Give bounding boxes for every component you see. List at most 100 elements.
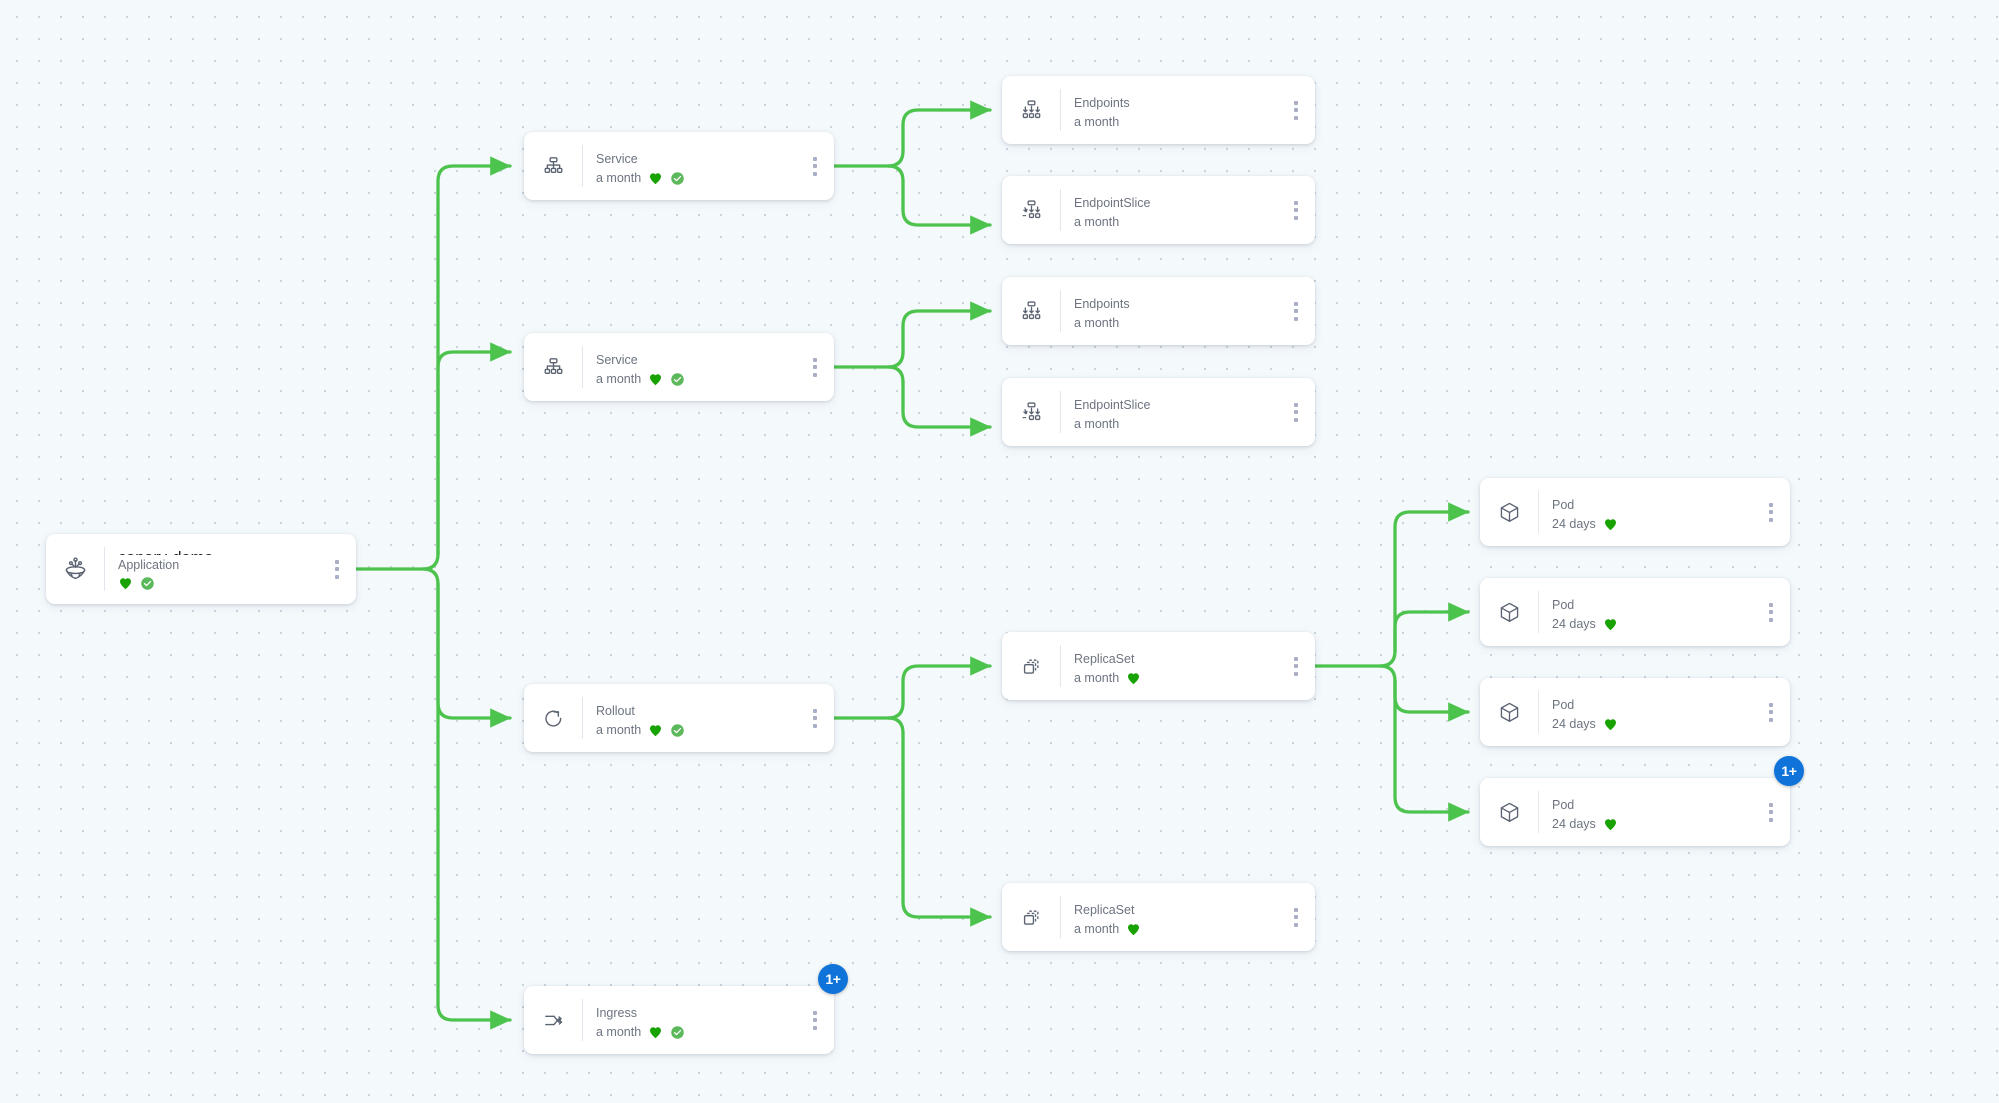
node-title: canary-demo-7f89b8b97...: [1552, 591, 1762, 596]
ingress-icon: [524, 986, 582, 1054]
node-title: canary-demo: [1074, 89, 1287, 94]
node-kind: Service: [596, 353, 638, 368]
node-kind: Pod: [1552, 798, 1575, 813]
node-menu-kebab-icon[interactable]: [1762, 578, 1780, 646]
health-status-healthy-icon[interactable]: [648, 171, 663, 186]
sync-status-synced-icon[interactable]: [140, 576, 155, 591]
endpoints-icon: [1002, 76, 1060, 144]
node-footer: a month: [596, 722, 806, 739]
node-body: canary-demo-7f89b8b97... Pod 24 days: [1538, 590, 1762, 634]
health-status-healthy-icon[interactable]: [1126, 922, 1141, 937]
health-status-healthy-icon[interactable]: [648, 723, 663, 738]
node-body: canary-demo-previewServicea month: [582, 345, 806, 389]
node-title: canary-demo-967754b4c: [1074, 896, 1287, 901]
node-body: canary-demoEndpointsa month: [1060, 88, 1287, 132]
node-title: canary-demo: [596, 145, 806, 150]
node-menu-kebab-icon[interactable]: [1287, 176, 1305, 244]
resource-node-endpoints[interactable]: canary-demoEndpointsa month: [1002, 76, 1315, 144]
node-title: canary-demo-7f89b8b97...: [1552, 491, 1762, 496]
resource-node-service[interactable]: canary-demoService a month: [524, 132, 834, 200]
node-kind: Service: [596, 152, 638, 167]
pod-icon: [1480, 778, 1538, 846]
health-status-healthy-icon[interactable]: [1126, 671, 1141, 686]
resource-node-service[interactable]: canary-demo-previewServicea month: [524, 333, 834, 401]
node-menu-kebab-icon[interactable]: [1762, 778, 1780, 846]
health-status-healthy-icon[interactable]: [1603, 617, 1618, 632]
node-kind: Ingress: [596, 1006, 637, 1021]
node-title: canary-demo-preview: [1074, 290, 1287, 295]
node-age: a month: [1074, 922, 1120, 937]
resource-node-pod[interactable]: canary-demo-7f89b8b97... Pod 24 days: [1480, 578, 1790, 646]
resource-node-ingress[interactable]: canary-demoIngressa month: [524, 986, 843, 1062]
health-status-healthy-icon[interactable]: [1603, 817, 1618, 832]
node-age: 24 days: [1552, 517, 1596, 532]
resource-node-replicaset[interactable]: canary-demo-7f89b8b978ReplicaSeta month: [1002, 632, 1315, 700]
endpoints-icon: [1002, 277, 1060, 345]
node-footer: 24 days: [1552, 616, 1762, 633]
node-body: canary-demoApplication: [104, 547, 328, 591]
health-status-healthy-icon[interactable]: [118, 576, 133, 591]
node-menu-kebab-icon[interactable]: [1287, 883, 1305, 951]
node-body: canary-demo-clpjwEndpointSlicea month: [1060, 188, 1287, 232]
node-kind: Endpoints: [1074, 297, 1130, 312]
node-age: a month: [596, 171, 642, 186]
node-menu-kebab-icon[interactable]: [1287, 632, 1305, 700]
health-status-healthy-icon[interactable]: [648, 1025, 663, 1040]
node-kind: EndpointSlice: [1074, 196, 1151, 211]
node-menu-kebab-icon[interactable]: [806, 986, 824, 1054]
node-footer: 24 days: [1552, 816, 1762, 833]
node-footer: a month: [1074, 670, 1287, 687]
hidden-children-count-badge[interactable]: 1+: [1774, 756, 1804, 786]
node-menu-kebab-icon[interactable]: [1287, 277, 1305, 345]
node-footer: a month: [596, 170, 806, 187]
pod-icon: [1480, 678, 1538, 746]
node-body: canary-demo-967754b4cReplicaSeta month: [1060, 895, 1287, 939]
resource-node-rollout[interactable]: canary-demoRollouta month: [524, 684, 834, 752]
node-age: a month: [1074, 316, 1120, 331]
hidden-children-count-badge[interactable]: 1+: [818, 964, 848, 994]
node-title: canary-demo-7f89b8b978: [1074, 645, 1287, 650]
node-body: canary-demo-previewEndpoints a month: [1060, 289, 1287, 333]
replicaset-icon: [1002, 632, 1060, 700]
node-footer: a month: [1074, 315, 1287, 332]
sync-status-synced-icon[interactable]: [670, 1025, 685, 1040]
resource-node-endpoints[interactable]: canary-demo-previewEndpoints a month: [1002, 277, 1315, 345]
node-menu-kebab-icon[interactable]: [806, 333, 824, 401]
health-status-healthy-icon[interactable]: [1603, 717, 1618, 732]
node-title: canary-demo-preview: [596, 346, 806, 351]
node-age: 24 days: [1552, 617, 1596, 632]
node-body: canary-demo-7f89b8b978ReplicaSeta month: [1060, 644, 1287, 688]
service-icon: [524, 333, 582, 401]
node-age: a month: [1074, 671, 1120, 686]
node-menu-kebab-icon[interactable]: [806, 684, 824, 752]
node-age: a month: [1074, 417, 1120, 432]
argo-application-icon: [46, 534, 104, 604]
node-menu-kebab-icon[interactable]: [1287, 378, 1305, 446]
resource-node-endpointslice[interactable]: canary-demo-clpjwEndpointSlicea month: [1002, 176, 1315, 244]
node-kind: Pod: [1552, 598, 1575, 613]
sync-status-synced-icon[interactable]: [670, 372, 685, 387]
node-age: a month: [596, 723, 642, 738]
node-menu-kebab-icon[interactable]: [1762, 478, 1780, 546]
node-menu-kebab-icon[interactable]: [806, 132, 824, 200]
node-menu-kebab-icon[interactable]: [1762, 678, 1780, 746]
health-status-healthy-icon[interactable]: [1603, 517, 1618, 532]
node-menu-kebab-icon[interactable]: [1287, 76, 1305, 144]
sync-status-synced-icon[interactable]: [670, 171, 685, 186]
resource-node-application[interactable]: canary-demoApplication: [46, 534, 356, 604]
resource-node-replicaset[interactable]: canary-demo-967754b4cReplicaSeta month: [1002, 883, 1315, 951]
sync-status-synced-icon[interactable]: [670, 723, 685, 738]
health-status-healthy-icon[interactable]: [648, 372, 663, 387]
node-menu-kebab-icon[interactable]: [328, 534, 346, 604]
endpointslice-icon: [1002, 176, 1060, 244]
node-footer: 24 days: [1552, 516, 1762, 533]
